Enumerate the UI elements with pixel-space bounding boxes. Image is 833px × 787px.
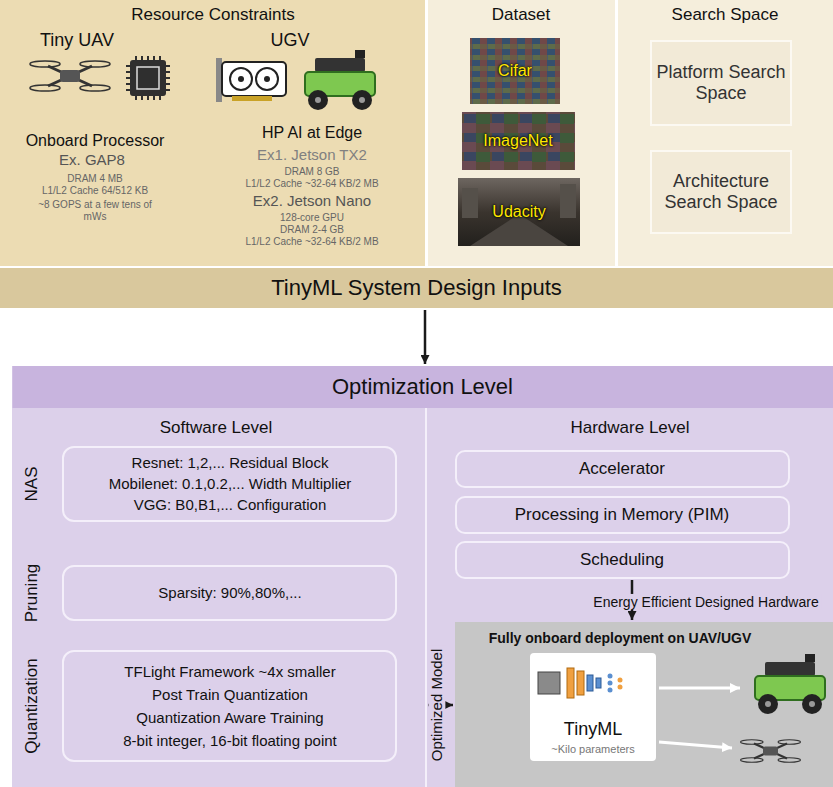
inputs-band: TinyML System Design Inputs [0,268,833,308]
tinyml-box: TinyML ~Kilo parameters [530,653,656,761]
dataset-image-box: ImageNet [462,112,575,170]
node-title: Optimization Level [12,366,833,408]
spec-detail: L1/L2 Cache ~32-64 KB/2 MB [245,236,378,248]
search-space-panel: Platform Search SpaceArchitecture Search… [618,0,833,266]
cifar-image [470,38,560,104]
side-heading: Pruning [22,564,42,623]
spec-detail: DRAM 2-4 GB [280,224,344,236]
node-text: 8-bit integer, 16-bit floating point [123,732,336,749]
spec-detail: 128-core GPU [280,212,344,224]
side-heading: NAS [22,467,42,502]
technique-box: NASResnet: 1,2,... Residual BlockMobilen… [62,446,397,522]
platform-name: UGV [270,30,309,51]
spec-heading: HP AI at Edge [262,124,362,142]
cnn-icon [538,668,623,698]
node-text: Post Train Quantization [152,686,308,703]
ugv-icon [755,654,825,714]
building-shape [560,184,576,218]
spec-example: Ex. GAP8 [59,151,125,168]
node-title: TinyML System Design Inputs [271,275,562,300]
spec-detail: DRAM 4 MB [67,173,123,185]
node-text: TFLight Framework ~4x smaller [124,663,335,680]
optimization-panel: NAS Resnet: 1,2,... Residual BlockMobilen… [12,366,833,787]
edge-label: Optimized Model [428,646,445,765]
search-space-box: Architecture Search Space [650,150,792,234]
hardware-box: Processing in Memory (PIM) [455,496,790,534]
ugv-icon [305,50,375,110]
node-title: Processing in Memory (PIM) [515,505,729,525]
spec-example: Ex2. Jetson Nano [253,192,371,209]
building-shape [462,188,478,218]
node-text: Quantization Aware Training [136,709,323,726]
dataset-image-box: Cifar [470,38,560,104]
software-level-panel: NAS Resnet: 1,2,... Residual BlockMobilen… [12,408,427,787]
spec-example: Ex1. Jetson TX2 [257,146,367,163]
node-title: Scheduling [580,550,664,570]
processor-chip-icon [126,56,170,100]
side-heading: Quantization [22,658,42,753]
node-title: Udacity [492,203,545,221]
gpu-card-icon [216,58,286,102]
uav-icon [30,61,110,91]
imagenet-image [462,112,575,170]
dataset-image-box: Udacity [458,178,580,246]
edge-label: Energy Efficient Designed Hardware [590,594,821,610]
node-text: VGG: B0,B1,... Configuration [134,496,327,513]
node-title: Search Space [672,5,779,25]
node-text: Mobilenet: 0.1,0.2,... Width Multiplier [109,475,352,492]
output-arrow [659,687,740,690]
hardware-level-panel: AcceleratorProcessing in Memory (PIM) Sch… [427,408,833,588]
road-shape [470,214,568,246]
deployment-box: TinyML ~Kilo parameters Fully onboard depl… [455,622,833,787]
node-title: Resource Constraints [131,5,294,25]
output-arrow [659,742,732,748]
node-title: Software Level [160,418,272,438]
flow-arrow [424,310,427,364]
dataset-panel: CifarImageNetUdacity Dataset [428,0,615,266]
node-text: ~Kilo parameters [551,743,634,756]
search-space-box: Platform Search Space [650,40,792,126]
hardware-box: Accelerator [455,450,790,488]
node-title: Accelerator [579,459,665,479]
node-title: Dataset [492,5,551,25]
spec-detail: DRAM 8 GB [284,166,339,178]
spec-detail: L1/L2 Cache ~32-64 KB/2 MB [245,178,378,190]
node-title: Cifar [498,62,532,80]
node-text: Resnet: 1,2,... Residual Block [132,454,329,471]
technique-box: PruningSparsity: 90%,80%,... [62,565,397,621]
uav-icon [741,740,801,763]
node-text: Sparsity: 90%,80%,... [158,584,301,601]
hardware-box: Scheduling [455,541,790,579]
node-title: ImageNet [483,132,552,150]
udacity-image [458,178,580,246]
node-title: Fully onboard deployment on UAV/UGV [489,630,752,646]
node-title: Architecture Search Space [656,171,786,212]
platform-name: Tiny UAV [40,30,114,51]
node-title: TinyML [564,719,622,740]
spec-detail: ~8 GOPS at a few tens of mWs [31,199,159,222]
node-title: Hardware Level [570,418,689,438]
spec-heading: Onboard Processor [26,132,165,150]
technique-box: QuantizationTFLight Framework ~4x smalle… [62,650,397,762]
spec-detail: L1/L2 Cache 64/512 KB [42,185,148,197]
node-title: Platform Search Space [656,62,786,103]
